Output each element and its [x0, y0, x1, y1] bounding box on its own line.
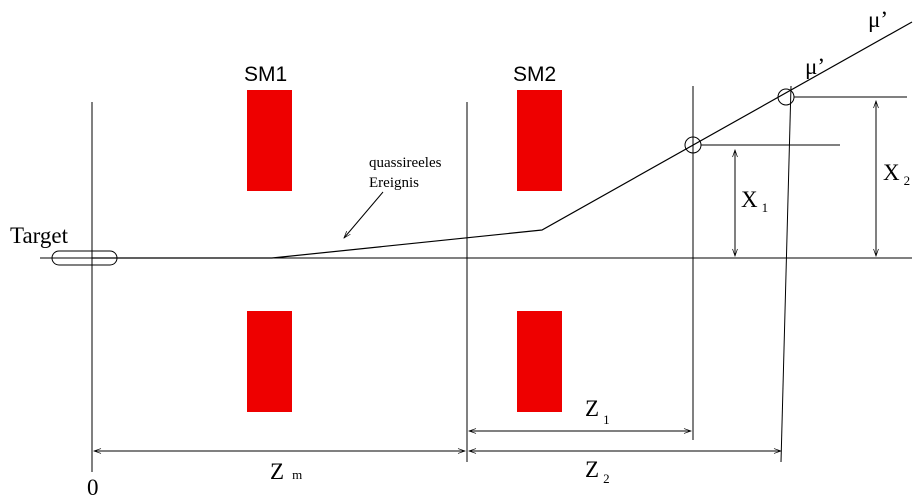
muon-label-inner: μ’	[805, 54, 825, 79]
hit-marker-2	[777, 88, 795, 106]
annotation-pointer	[344, 191, 384, 238]
origin-label: 0	[87, 475, 99, 497]
z2-label-main: Z	[585, 457, 599, 482]
magnet-sm2-bottom	[517, 311, 562, 412]
annotation-line-1: quassireeles	[369, 155, 442, 171]
magnet-sm1-label: SM1	[244, 63, 287, 86]
annotation-line-2: Ereignis	[369, 175, 419, 191]
x1-label-sub: 1	[762, 200, 769, 215]
muon-label-outer: μ’	[868, 7, 888, 32]
x2-label-sub: 2	[904, 173, 911, 188]
target-label: Target	[10, 223, 69, 248]
x2-label-main: X	[883, 160, 900, 185]
z2-label-sub: 2	[603, 471, 610, 486]
z1-label-sub: 1	[603, 412, 610, 427]
magnet-sm2-top	[517, 90, 562, 191]
plane-detector-2	[780, 85, 792, 463]
magnet-sm1-bottom	[247, 311, 292, 412]
zm-label-sub: m	[292, 467, 302, 482]
magnet-sm2-label: SM2	[513, 63, 556, 86]
magnet-sm1-top	[247, 90, 292, 191]
z1-label-main: Z	[585, 396, 599, 421]
x1-label-main: X	[741, 187, 758, 212]
muon-track	[92, 21, 913, 259]
zm-label-main: Z	[270, 459, 284, 484]
